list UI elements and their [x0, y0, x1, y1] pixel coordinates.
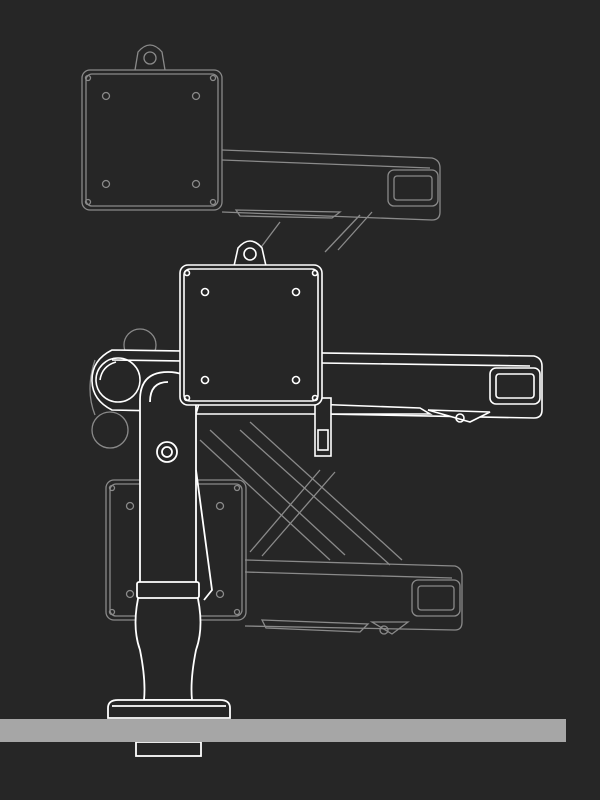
vesa-plate	[179, 240, 323, 406]
desk-clamp	[107, 699, 231, 757]
support-column	[134, 371, 213, 701]
desk-surface	[0, 719, 566, 742]
ghost-arm-raised	[81, 44, 441, 263]
